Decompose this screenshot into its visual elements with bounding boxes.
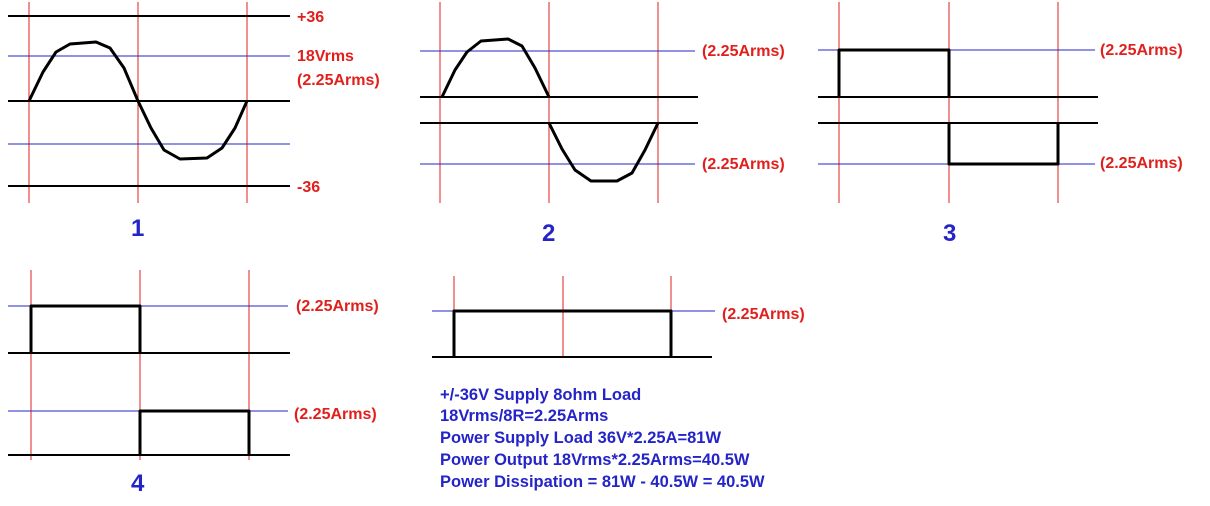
panel-1: +36 18Vrms (2.25Arms) -36 1 xyxy=(8,2,380,242)
p1-arms-label: (2.25Arms) xyxy=(297,72,380,89)
p4-bottom-label: (2.25Arms) xyxy=(294,406,377,423)
p1-vrms-label: 18Vrms xyxy=(297,48,354,65)
p1-number: 1 xyxy=(131,215,144,242)
p1-plus36-label: +36 xyxy=(297,9,324,26)
p4-bottom-square xyxy=(138,409,251,455)
p1-sine-wave xyxy=(27,40,249,161)
panel-4: (2.25Arms) (2.25Arms) 4 xyxy=(8,270,379,497)
p3-negative-square xyxy=(947,123,1060,166)
panel-5: (2.25Arms) xyxy=(432,276,805,358)
p3-number: 3 xyxy=(943,220,956,247)
panel-3: (2.25Arms) (2.25Arms) 3 xyxy=(818,2,1183,247)
p1-minus36-label: -36 xyxy=(297,179,320,196)
panel-2: (2.25Arms) (2.25Arms) 2 xyxy=(420,2,785,247)
note-line-3: Power Supply Load 36V*2.25A=81W xyxy=(440,429,721,447)
p4-top-label: (2.25Arms) xyxy=(296,298,379,315)
p2-bottom-label: (2.25Arms) xyxy=(702,156,785,173)
p3-positive-square xyxy=(837,48,951,97)
p3-bottom-label: (2.25Arms) xyxy=(1100,155,1183,172)
note-line-4: Power Output 18Vrms*2.25Arms=40.5W xyxy=(440,451,750,469)
p4-number: 4 xyxy=(131,470,145,497)
p2-top-label: (2.25Arms) xyxy=(702,43,785,60)
p2-negative-half xyxy=(547,122,660,183)
p5-label: (2.25Arms) xyxy=(722,306,805,323)
p3-top-label: (2.25Arms) xyxy=(1100,42,1183,59)
note-line-5: Power Dissipation = 81W - 40.5W = 40.5W xyxy=(440,473,765,491)
note-line-2: 18Vrms/8R=2.25Arms xyxy=(440,407,608,425)
p4-top-square xyxy=(29,304,142,353)
p5-square xyxy=(452,309,673,357)
p2-number: 2 xyxy=(542,220,555,247)
p2-positive-half xyxy=(440,37,551,98)
note-line-1: +/-36V Supply 8ohm Load xyxy=(440,386,641,404)
calculation-notes: +/-36V Supply 8ohm Load 18Vrms/8R=2.25Ar… xyxy=(440,386,765,491)
